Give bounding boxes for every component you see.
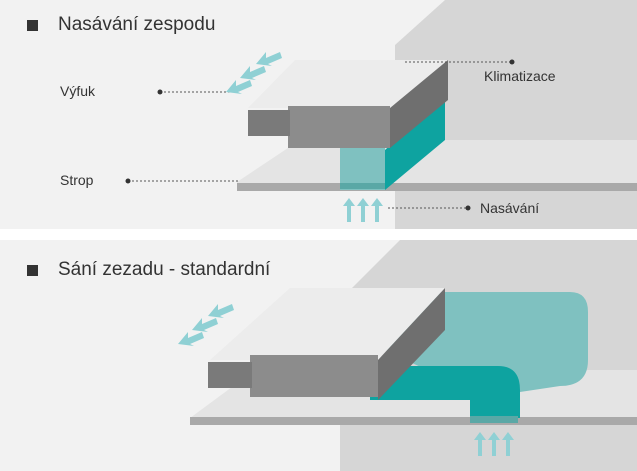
- panel-title: Sání zezadu - standardní: [58, 259, 271, 280]
- exhaust-label: Výfuk: [60, 83, 96, 99]
- exhaust-box-top: [248, 60, 448, 108]
- square-bullet-icon: [27, 20, 38, 31]
- intake-label: Nasávání: [480, 200, 540, 216]
- air-conditioner-label: Klimatizace: [484, 68, 556, 84]
- ceiling-slab: [237, 140, 637, 185]
- exhaust-box-front: [250, 355, 378, 397]
- air-conditioner-body: [340, 146, 385, 190]
- intake-leader-dot: [465, 205, 471, 211]
- airflow-arrow-icon: [226, 52, 282, 94]
- airflow-arrow-icon: [178, 304, 234, 346]
- exhaust-box-top: [210, 288, 445, 360]
- duct-dark: [370, 366, 520, 418]
- exhaust-leader-dot: [157, 89, 163, 95]
- intake-grille: [340, 183, 385, 189]
- rear-intake-panel: Sání zezadu - standardní: [0, 240, 637, 471]
- square-bullet-icon: [27, 265, 38, 276]
- airflow-arrow-icon: [343, 198, 383, 222]
- exhaust-nozzle: [248, 110, 290, 136]
- panel-title: Nasávání zespodu: [58, 14, 216, 35]
- exhaust-box-side: [378, 288, 445, 400]
- bottom-intake-panel: Nasávání zespodu Výfuk Klimatizace Strop…: [0, 0, 637, 229]
- bottom-intake-diagram: [125, 0, 637, 229]
- ceiling-leader-dot: [125, 178, 131, 184]
- exhaust-nozzle: [208, 362, 252, 388]
- exhaust-box-front: [288, 106, 390, 148]
- ceiling-slab-edge: [190, 417, 637, 425]
- ceiling-label: Strop: [60, 172, 94, 188]
- airflow-arrow-icon: [474, 432, 514, 456]
- ac-leader-dot: [509, 59, 515, 65]
- rear-intake-diagram: [178, 240, 637, 471]
- ceiling-slab-edge: [237, 183, 637, 191]
- intake-grille: [470, 416, 518, 423]
- exhaust-box-side: [390, 60, 448, 148]
- air-conditioner-front: [385, 95, 445, 190]
